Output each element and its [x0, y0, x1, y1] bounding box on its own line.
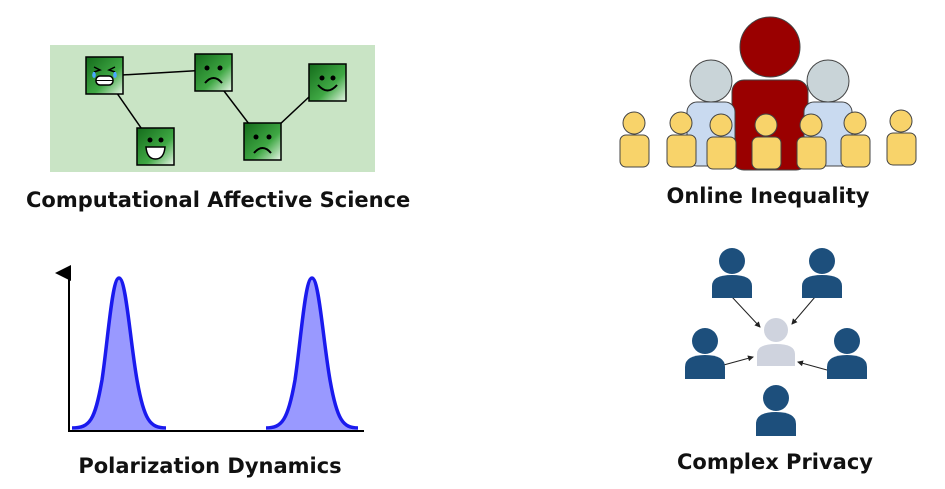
arrow-icon — [719, 355, 754, 367]
person-icon — [840, 111, 871, 168]
privacy-panel: Complex Privacy — [470, 240, 945, 489]
polarization-panel: Polarization Dynamics — [0, 240, 470, 489]
laugh-face-icon — [136, 127, 175, 166]
emotion-network-diagram — [50, 45, 375, 172]
polarization-caption: Polarization Dynamics — [78, 454, 342, 478]
person-icon — [757, 318, 795, 366]
arrow-icon — [731, 296, 761, 328]
person-icon — [796, 113, 827, 170]
person-icon — [802, 248, 842, 298]
person-icon — [751, 113, 782, 170]
person-icon — [685, 328, 725, 379]
distribution-curve-right — [265, 276, 359, 430]
inequality-caption: Online Inequality — [666, 184, 870, 208]
arrow-icon — [791, 296, 816, 325]
smile-face-icon — [308, 63, 347, 102]
person-icon — [712, 248, 752, 298]
sad-face-icon — [243, 122, 282, 161]
person-icon — [706, 113, 737, 170]
distribution-peak-right — [266, 278, 358, 430]
person-icon — [886, 109, 917, 166]
arrow-icon — [797, 360, 828, 371]
crying-face-icon — [85, 56, 124, 95]
person-icon — [756, 385, 796, 436]
privacy-network-illustration — [685, 248, 867, 436]
distribution-curve-left — [71, 276, 167, 430]
person-icon — [827, 328, 867, 379]
person-icon — [666, 111, 697, 168]
sad-face-icon — [194, 53, 233, 92]
person-icon — [619, 111, 650, 168]
crowd-illustration — [619, 16, 917, 171]
affective-panel: Computational Affective Science — [0, 0, 470, 230]
affective-caption: Computational Affective Science — [26, 188, 411, 212]
inequality-panel: Online Inequality — [470, 0, 945, 230]
distribution-peak-left — [72, 278, 166, 430]
privacy-caption: Complex Privacy — [677, 450, 873, 474]
bimodal-distribution-plot — [55, 265, 364, 432]
